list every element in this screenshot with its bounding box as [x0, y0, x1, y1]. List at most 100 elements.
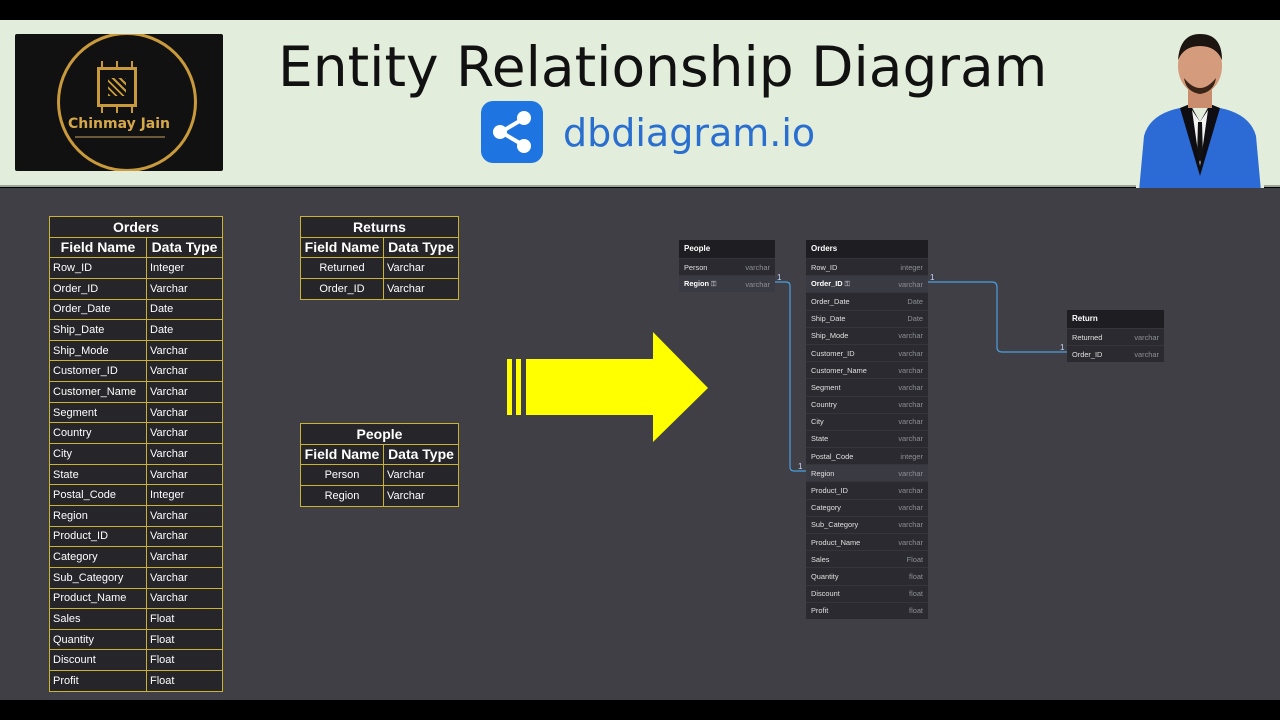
diagram-field-type: varchar [898, 537, 923, 547]
field-name-cell: Postal_Code [49, 484, 147, 506]
diagram-field-type: Date [907, 296, 923, 306]
diagram-field-name: Order_Date [811, 296, 850, 306]
diagram-field-name: Order_ID [1072, 349, 1103, 359]
column-header-field: Field Name [49, 236, 147, 259]
data-type-cell: Varchar [383, 257, 459, 279]
data-type-cell: Varchar [146, 381, 223, 403]
diagram-field-type: float [909, 571, 923, 581]
diagram-field-row[interactable]: Quantity float [806, 567, 928, 584]
share-nodes-icon [481, 101, 543, 163]
field-name-cell: Region [49, 504, 147, 527]
diagram-field-type: float [909, 589, 923, 599]
diagram-field-name: Discount [811, 589, 840, 599]
diagram-field-name: Order_ID ⚿ [811, 279, 850, 289]
diagram-field-name: Sales [811, 554, 830, 564]
diagram-field-name: Person [684, 262, 708, 272]
data-type-cell: Float [146, 649, 223, 672]
brand-logo: Chinmay Jain [15, 34, 223, 171]
diagram-field-row[interactable]: Order_ID varchar [1067, 345, 1164, 362]
data-type-cell: Varchar [383, 277, 459, 300]
logo-text: Chinmay Jain [67, 116, 171, 132]
field-name-cell: Customer_Name [49, 381, 147, 403]
data-type-cell: Varchar [146, 277, 223, 300]
diagram-table-header[interactable]: People [679, 240, 775, 258]
data-type-cell: Date [146, 319, 223, 341]
diagram-field-row[interactable]: Order_Date Date [806, 292, 928, 309]
presenter-photo [1136, 26, 1264, 202]
field-name-cell: Sub_Category [49, 566, 147, 589]
diagram-field-type: varchar [898, 503, 923, 513]
data-type-cell: Varchar [146, 401, 223, 424]
diagram-field-name: Country [811, 400, 837, 410]
diagram-field-name: Customer_Name [811, 365, 867, 375]
diagram-field-name: Ship_Date [811, 314, 846, 324]
data-type-cell: Integer [146, 484, 223, 506]
data-type-cell: Varchar [146, 422, 223, 445]
diagram-field-row[interactable]: Order_ID ⚿varchar [806, 275, 928, 293]
diagram-field-name: Ship_Mode [811, 331, 849, 341]
diagram-field-row[interactable]: Region ⚿varchar [679, 275, 775, 293]
field-name-cell: Discount [49, 649, 147, 672]
diagram-field-type: varchar [745, 262, 770, 272]
diagram-field-row[interactable]: Person varchar [679, 258, 775, 275]
diagram-field-name: Sub_Category [811, 520, 859, 530]
diagram-field-row[interactable]: Discount float [806, 584, 928, 602]
diagram-field-type: varchar [1134, 349, 1159, 359]
data-type-cell: Float [146, 628, 223, 651]
diagram-field-row[interactable]: Postal_Code integer [806, 447, 928, 464]
diagram-field-name: Region [811, 468, 835, 478]
data-type-cell: Integer [146, 257, 223, 279]
tool-name: dbdiagram.io [563, 111, 816, 155]
diagram-table-header[interactable]: Orders [806, 240, 928, 258]
diagram-field-row[interactable]: Country varchar [806, 395, 928, 413]
diagram-field-type: integer [900, 451, 923, 461]
diagram-table-header[interactable]: Return [1067, 310, 1164, 328]
diagram-field-type: varchar [898, 348, 923, 358]
field-name-cell: Profit [49, 670, 147, 692]
diagram-field-type: varchar [898, 417, 923, 427]
diagram-field-name: Quantity [811, 571, 839, 581]
column-header-field: Field Name [300, 443, 384, 466]
diagram-field-name: Postal_Code [811, 451, 854, 461]
chip-logo-icon [97, 67, 137, 107]
data-type-cell: Varchar [146, 463, 223, 486]
column-header-field: Field Name [300, 236, 384, 259]
field-name-cell: Ship_Mode [49, 339, 147, 362]
diagram-field-type: varchar [898, 400, 923, 410]
data-type-cell: Varchar [146, 360, 223, 383]
field-name-cell: Region [300, 484, 384, 507]
diagram-field-type: varchar [898, 382, 923, 392]
